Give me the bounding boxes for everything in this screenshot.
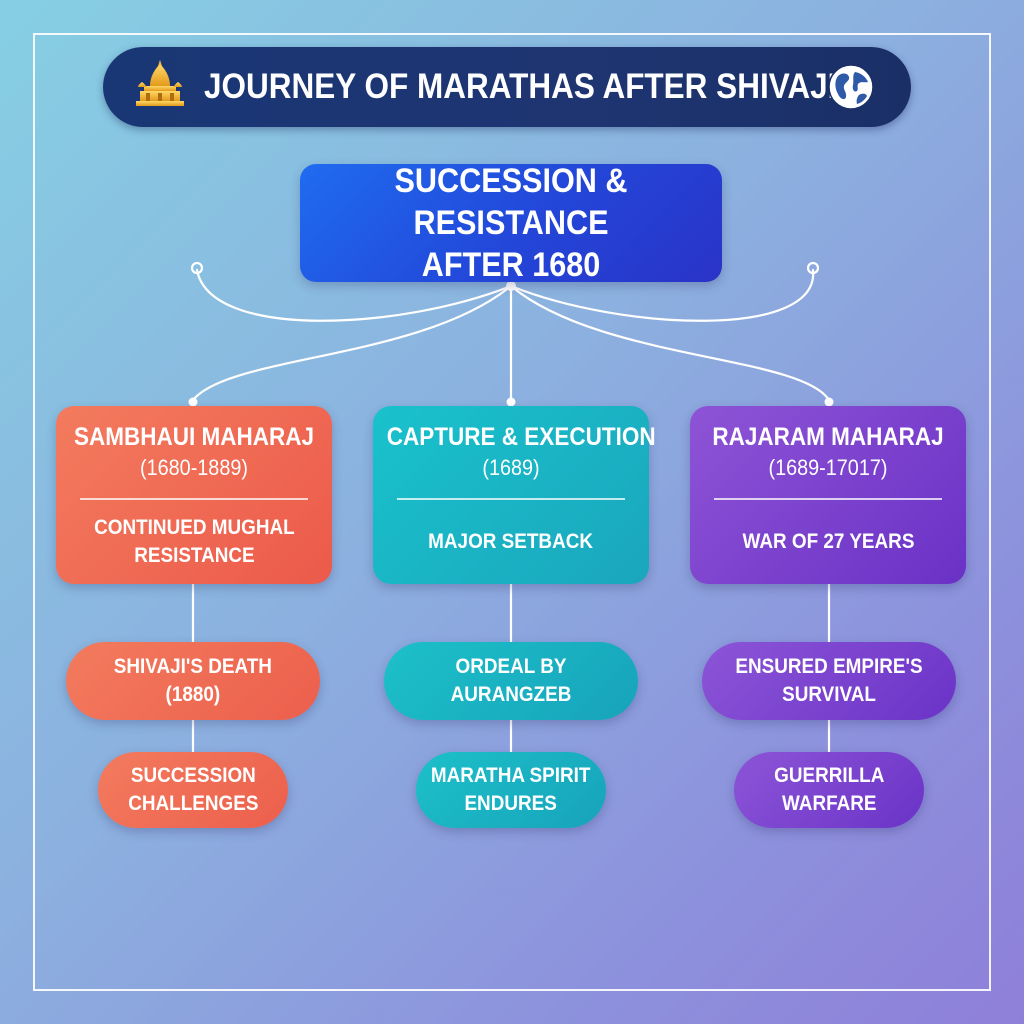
node-maratha-spirit: MARATHA SPIRIT ENDURES — [416, 752, 606, 828]
card-description-text: MAJOR SETBACK — [428, 530, 594, 553]
node-label: SUCCESSION CHALLENGES — [127, 764, 259, 815]
node-succession-challenges: SUCCESSION CHALLENGES — [98, 752, 288, 828]
card-title: RAJARAM MAHARAJ — [712, 423, 944, 451]
card-dates: (1689) — [482, 455, 540, 480]
node-guerrilla-warfare: GUERRILLA WARFARE — [734, 752, 924, 828]
card-title: SAMBHAUI MAHARAJ — [73, 423, 314, 451]
card-dates: (1680-1889) — [140, 455, 248, 480]
card-rajaram: RAJARAM MAHARAJ (1689-17017) WAR OF 27 Y… — [690, 406, 966, 584]
node-label: SHIVAJI'S DEATH (1880) — [113, 655, 273, 706]
outer-frame — [33, 33, 991, 991]
card-description: MAJOR SETBACK — [383, 510, 639, 574]
page-title: JOURNEY OF MARATHAS AFTER SHIVAJI — [204, 67, 837, 106]
card-dates: (1689-17017) — [768, 455, 888, 480]
card-description-text: WAR OF 27 YEARS — [742, 530, 914, 553]
card-description: CONTINUED MUGHAL RESISTANCE — [66, 510, 322, 574]
node-empire-survival: ENSURED EMPIRE'S SURVIVAL — [702, 642, 956, 720]
title-banner — [103, 47, 911, 127]
node-shivaji-death: SHIVAJI'S DEATH (1880) — [66, 642, 320, 720]
node-label: MARATHA SPIRIT ENDURES — [431, 764, 591, 815]
central-node: SUCCESSION & RESISTANCE AFTER 1680 — [300, 162, 722, 284]
card-title: CAPTURE & EXECUTION — [386, 423, 656, 451]
card-description: WAR OF 27 YEARS — [700, 510, 956, 574]
card-divider — [714, 498, 942, 500]
card-sambhaji: SAMBHAUI MAHARAJ (1680-1889) CONTINUED M… — [56, 406, 332, 584]
node-ordeal-aurangzeb: ORDEAL BY AURANGZEB — [384, 642, 638, 720]
node-label: ORDEAL BY AURANGZEB — [450, 655, 572, 706]
card-capture-execution: CAPTURE & EXECUTION (1689) MAJOR SETBACK — [373, 406, 656, 584]
card-divider — [397, 498, 625, 500]
node-label: ENSURED EMPIRE'S SURVIVAL — [735, 655, 923, 706]
central-node-label: SUCCESSION & RESISTANCE AFTER 1680 — [394, 162, 628, 284]
temple-icon — [136, 60, 184, 106]
globe-icon — [828, 64, 874, 110]
card-description-text: CONTINUED MUGHAL RESISTANCE — [93, 516, 295, 567]
node-label: GUERRILLA WARFARE — [773, 764, 885, 815]
card-divider — [80, 498, 308, 500]
